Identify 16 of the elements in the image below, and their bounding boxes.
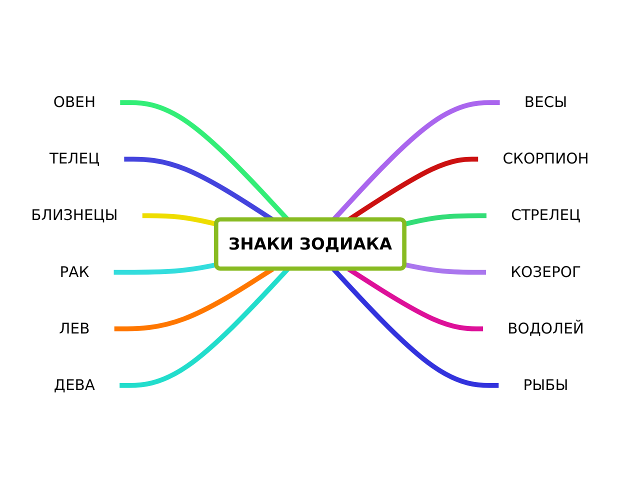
node-text: ВОДОЛЕЙ bbox=[508, 320, 584, 338]
node-text: ЛЕВ bbox=[59, 320, 90, 338]
node-text: РЫБЫ bbox=[523, 376, 568, 394]
connector bbox=[404, 213, 486, 226]
connector bbox=[114, 262, 218, 275]
node-text: ОВЕН bbox=[53, 94, 96, 112]
connector bbox=[142, 213, 218, 226]
node-text: ДЕВА bbox=[54, 376, 95, 394]
connector bbox=[404, 262, 486, 275]
node-text: СТРЕЛЕЦ bbox=[511, 207, 580, 224]
node-text: БЛИЗНЕЦЫ bbox=[31, 207, 118, 224]
node-text: ТЕЛЕЦ bbox=[49, 150, 100, 168]
node-text: КОЗЕРОГ bbox=[510, 264, 581, 281]
node-text: СКОРПИОН bbox=[502, 150, 589, 168]
node-text: РАК bbox=[60, 264, 90, 281]
node-text: ВЕСЫ bbox=[524, 94, 568, 112]
